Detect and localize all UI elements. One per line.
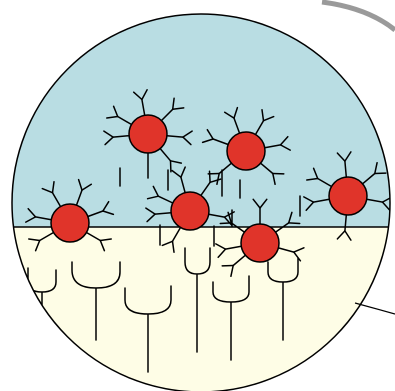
nanoparticle <box>241 224 279 262</box>
nanoparticle <box>129 115 167 153</box>
pointer-line <box>355 303 395 314</box>
nanoparticle <box>227 132 265 170</box>
nanoparticle <box>329 177 367 215</box>
branch-segment <box>210 171 211 182</box>
branch-segment <box>220 223 231 224</box>
branch-segment <box>289 223 300 224</box>
nanoparticle <box>51 204 89 242</box>
nanoparticle <box>171 192 209 230</box>
shadow-edge <box>322 2 395 30</box>
